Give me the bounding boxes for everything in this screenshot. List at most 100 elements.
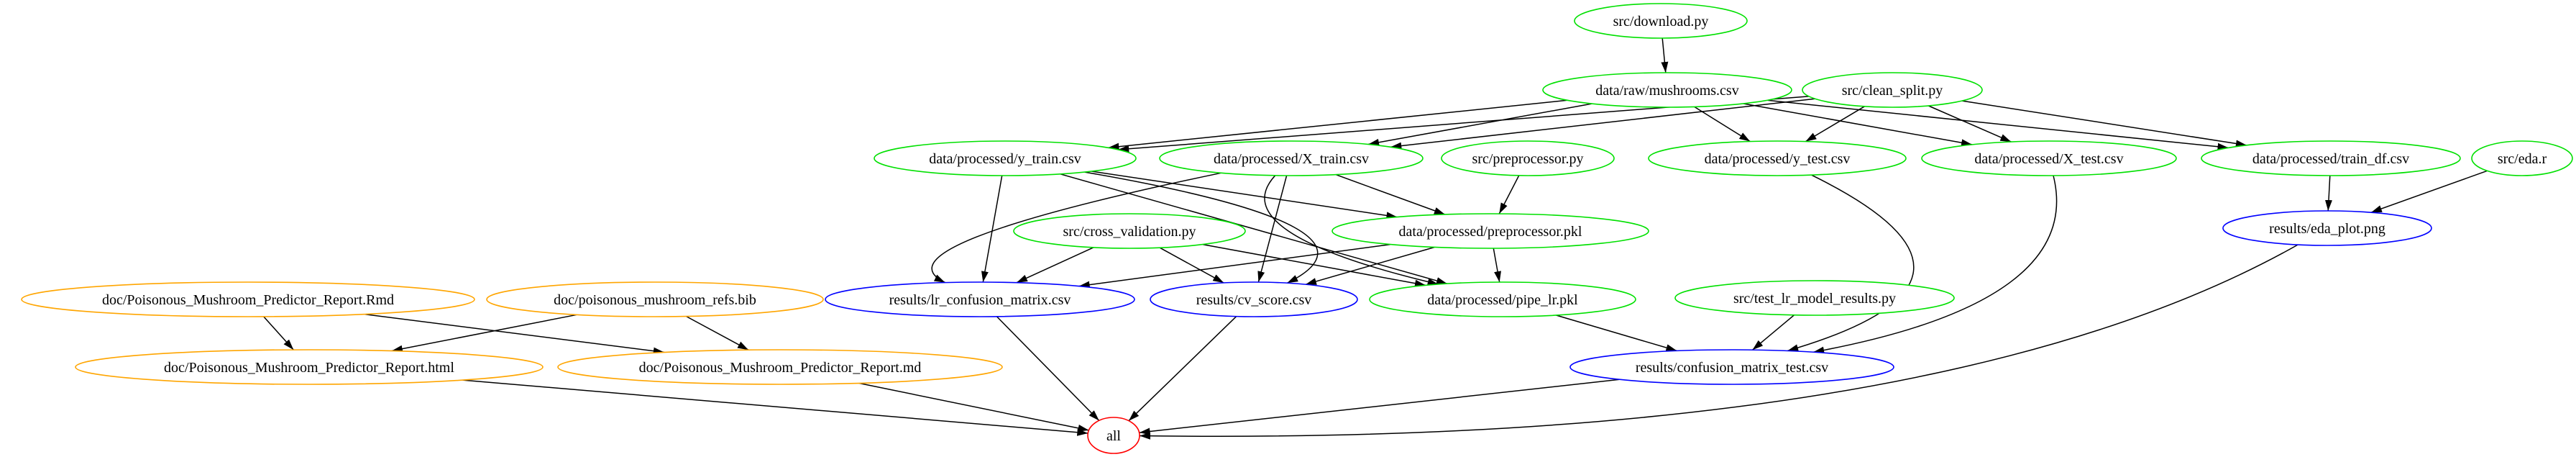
node-ellipse-cross_validation	[1013, 213, 1246, 249]
edge-lr_confusion-to-all	[996, 316, 1100, 421]
node-ellipse-eda_r	[2471, 140, 2573, 176]
edge-y_train-to-pipe_lr	[1060, 173, 1448, 284]
node-preprocessor_py: src/preprocessor.py	[1441, 140, 1615, 176]
node-ellipse-clean_split	[1802, 72, 1983, 108]
edge-mushrooms-to-x_train	[1367, 103, 1592, 146]
node-mushrooms: data/raw/mushrooms.csv	[1542, 72, 1792, 108]
node-html: doc/Poisonous_Mushroom_Predictor_Report.…	[75, 349, 544, 385]
node-label-bib: doc/poisonous_mushroom_refs.bib	[554, 292, 756, 308]
node-y_train: data/processed/y_train.csv	[874, 140, 1137, 176]
node-label-y_test: data/processed/y_test.csv	[1705, 151, 1851, 167]
edge-preprocessor_pkl-to-cv_score	[1305, 246, 1435, 285]
node-label-download: src/download.py	[1613, 14, 1709, 30]
node-ellipse-html	[75, 349, 544, 385]
node-y_test: data/processed/y_test.csv	[1648, 140, 1907, 176]
edge-mushrooms-to-y_test	[1694, 106, 1751, 142]
edge-y_train-to-cv_score	[1084, 171, 1319, 284]
node-label-cross_validation: src/cross_validation.py	[1063, 224, 1196, 240]
node-label-x_test: data/processed/X_test.csv	[1974, 151, 2123, 167]
edge-x_test-to-conf_test	[1813, 175, 2058, 354]
node-ellipse-cv_score	[1150, 281, 1358, 317]
node-ellipse-mushrooms	[1542, 72, 1792, 108]
node-train_df: data/processed/train_df.csv	[2201, 140, 2461, 176]
node-ellipse-train_df	[2201, 140, 2461, 176]
node-cross_validation: src/cross_validation.py	[1013, 213, 1246, 249]
edge-y_train-to-preprocessor_pkl	[1091, 171, 1398, 220]
node-label-pipe_lr: data/processed/pipe_lr.pkl	[1427, 292, 1578, 308]
edge-download-to-mushrooms	[1661, 37, 1669, 73]
node-cv_score: results/cv_score.csv	[1150, 281, 1358, 317]
node-ellipse-y_train	[874, 140, 1137, 176]
node-download: src/download.py	[1574, 3, 1748, 39]
edge-bib-to-html	[391, 314, 577, 353]
node-ellipse-lr_confusion	[825, 281, 1135, 317]
edge-preprocessor_pkl-to-pipe_lr	[1493, 248, 1501, 283]
node-md: doc/Poisonous_Mushroom_Predictor_Report.…	[557, 349, 1003, 385]
node-label-eda_plot: results/eda_plot.png	[2269, 221, 2385, 237]
node-label-html: doc/Poisonous_Mushroom_Predictor_Report.…	[164, 360, 454, 376]
node-label-clean_split: src/clean_split.py	[1842, 83, 1943, 99]
node-ellipse-all	[1087, 417, 1140, 454]
node-label-rmd: doc/Poisonous_Mushroom_Predictor_Report.…	[102, 292, 394, 308]
nodes-layer: src/download.py data/raw/mushrooms.csv src…	[21, 3, 2573, 454]
edge-pipe_lr-to-conf_test	[1556, 315, 1677, 352]
edge-test_lr-to-conf_test	[1752, 315, 1795, 350]
node-preprocessor_pkl: data/processed/preprocessor.pkl	[1331, 213, 1649, 249]
edge-rmd-to-md	[364, 313, 664, 355]
edge-train_df-to-eda_plot	[2325, 175, 2332, 212]
node-ellipse-preprocessor_py	[1441, 140, 1615, 176]
node-rmd: doc/Poisonous_Mushroom_Predictor_Report.…	[21, 281, 475, 317]
node-ellipse-preprocessor_pkl	[1331, 213, 1649, 249]
node-ellipse-y_test	[1648, 140, 1907, 176]
node-all: all	[1087, 417, 1140, 454]
edge-y_train-to-lr_confusion	[981, 175, 1003, 283]
node-label-all: all	[1106, 428, 1121, 444]
edge-x_train-to-pipe_lr	[1264, 175, 1439, 286]
node-lr_confusion: results/lr_confusion_matrix.csv	[825, 281, 1135, 317]
node-ellipse-x_train	[1159, 140, 1424, 176]
node-label-cv_score: results/cv_score.csv	[1196, 292, 1312, 308]
edge-y_test-to-conf_test	[1787, 174, 1915, 352]
node-ellipse-bib	[486, 281, 824, 317]
node-x_train: data/processed/X_train.csv	[1159, 140, 1424, 176]
edge-clean_split-to-x_train	[1390, 98, 1815, 150]
node-label-test_lr: src/test_lr_model_results.py	[1733, 291, 1896, 307]
node-eda_r: src/eda.r	[2471, 140, 2573, 176]
node-label-conf_test: results/confusion_matrix_test.csv	[1636, 360, 1828, 376]
node-ellipse-test_lr	[1674, 280, 1955, 316]
node-label-x_train: data/processed/X_train.csv	[1214, 151, 1369, 167]
edge-cross_validation-to-cv_score	[1159, 247, 1224, 284]
node-bib: doc/poisonous_mushroom_refs.bib	[486, 281, 824, 317]
edge-clean_split-to-y_test	[1805, 106, 1865, 142]
edge-md-to-all	[858, 382, 1089, 432]
node-ellipse-conf_test	[1569, 349, 1894, 385]
edge-html-to-all	[462, 379, 1088, 436]
edge-x_train-to-preprocessor_pkl	[1335, 173, 1446, 215]
node-label-preprocessor_pkl: data/processed/preprocessor.pkl	[1399, 224, 1582, 240]
edge-mushrooms-to-x_test	[1743, 103, 1973, 147]
edge-x_train-to-lr_confusion	[931, 172, 1221, 284]
node-ellipse-x_test	[1921, 140, 2177, 176]
node-eda_plot: results/eda_plot.png	[2222, 210, 2432, 246]
edge-mushrooms-to-train_df	[1766, 99, 2229, 150]
node-x_test: data/processed/X_test.csv	[1921, 140, 2177, 176]
node-ellipse-download	[1574, 3, 1748, 39]
edge-rmd-to-html	[263, 316, 294, 350]
edge-clean_split-to-train_df	[1961, 100, 2247, 148]
node-pipe_lr: data/processed/pipe_lr.pkl	[1369, 281, 1636, 317]
node-label-y_train: data/processed/y_train.csv	[929, 151, 1081, 167]
node-ellipse-md	[557, 349, 1003, 385]
edge-conf_test-to-all	[1139, 379, 1620, 435]
edges-layer	[263, 37, 2488, 440]
node-label-train_df: data/processed/train_df.csv	[2252, 151, 2409, 167]
node-label-md: doc/Poisonous_Mushroom_Predictor_Report.…	[639, 360, 922, 376]
node-conf_test: results/confusion_matrix_test.csv	[1569, 349, 1894, 385]
node-test_lr: src/test_lr_model_results.py	[1674, 280, 1955, 316]
edge-eda_plot-to-all	[1139, 244, 2298, 440]
node-ellipse-pipe_lr	[1369, 281, 1636, 317]
node-ellipse-eda_plot	[2222, 210, 2432, 246]
edge-preprocessor_py-to-preprocessor_pkl	[1498, 175, 1520, 214]
edge-mushrooms-to-y_train	[1108, 99, 1568, 150]
